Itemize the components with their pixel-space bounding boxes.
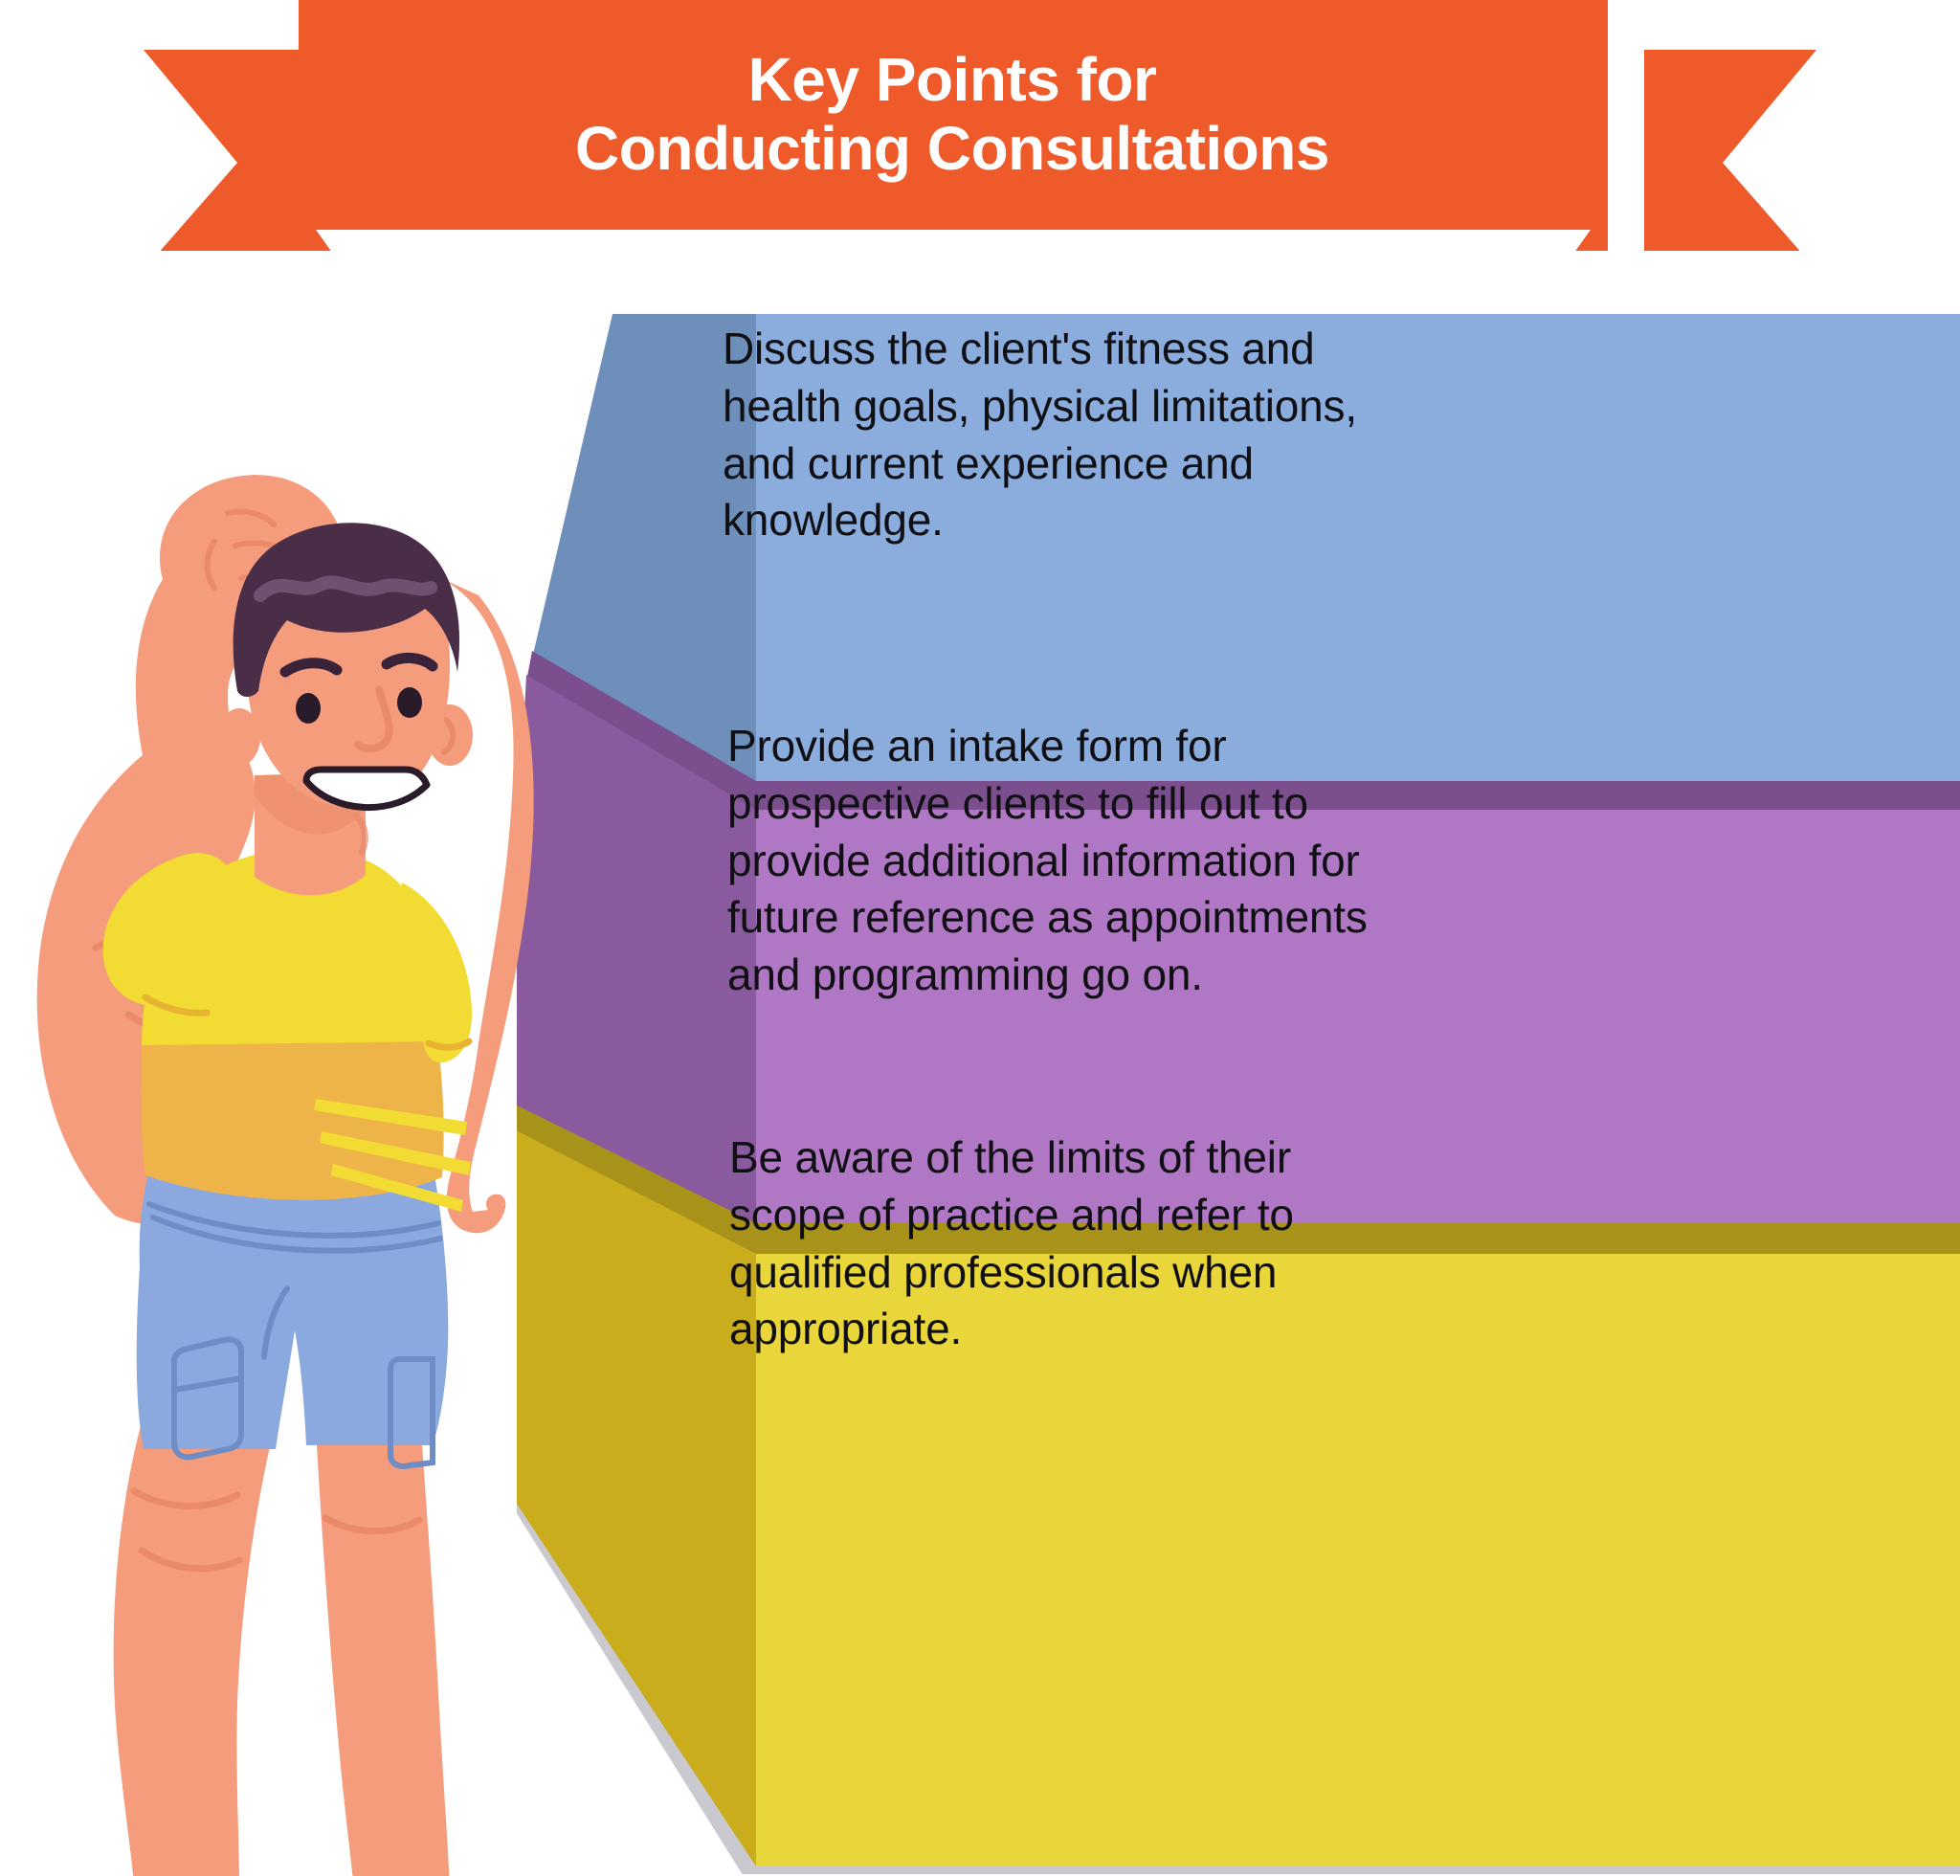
ribbon-left-tail [144,50,316,251]
stack-drop-shadow-right [756,1865,1960,1874]
shorts [136,1164,449,1449]
left-leg [113,1422,274,1876]
ribbon-left-fold [299,230,331,251]
block-3-face [756,1254,1960,1866]
right-ear-inner [441,717,457,755]
ribbon-shape [144,0,1816,251]
left-ear [218,708,260,766]
shirt-upper [142,848,441,1045]
block-2-text: Provide an intake form for prospective c… [727,721,1368,1000]
shirt-crease-marks [314,1099,471,1212]
hair-highlight [254,575,437,602]
ribbon-right-fold [1575,230,1608,251]
block-2-side [517,675,756,1246]
shirt-sleeve-hem [142,994,473,1051]
chin-shade [352,812,368,856]
muscular-man-figure [36,475,534,1876]
hair [233,523,460,697]
knee-lines [130,1487,423,1573]
shirt-right-sleeve [394,882,473,1063]
shorts-detail-lines [146,1201,443,1470]
block-3-side-edge [517,1105,756,1256]
stack-3d-shape [517,314,1960,1874]
block-3-top-edge [756,1223,1960,1254]
right-eye [397,687,422,718]
hanging-arm [433,574,534,1234]
shirt-left-sleeve [102,853,226,1005]
block-3-text: Be aware of the limits of their scope of… [729,1132,1294,1354]
block-2-side-edge [526,651,756,814]
banner-ribbon: Key Points for Conducting Consultations [0,0,1960,251]
character-illustration [0,258,593,1876]
block-1-face [756,314,1960,806]
block-1-text: Discuss the client's fitness and health … [723,324,1357,546]
left-eyebrow [279,658,343,678]
block-2-face [756,810,1960,1246]
right-leg [316,1428,450,1876]
right-eyebrow [381,653,438,672]
left-eye [296,693,321,724]
nose [354,685,393,753]
shirt-lower [141,1036,444,1200]
block-1-side [532,314,756,806]
block-2-top-edge [756,781,1960,810]
block-3-side [517,1130,756,1866]
ribbon-right-tail [1644,50,1816,251]
smiling-mouth [302,766,431,812]
ribbon-main-panel [299,0,1608,230]
key-points-stack: Discuss the client's fitness and health … [517,239,1960,1874]
